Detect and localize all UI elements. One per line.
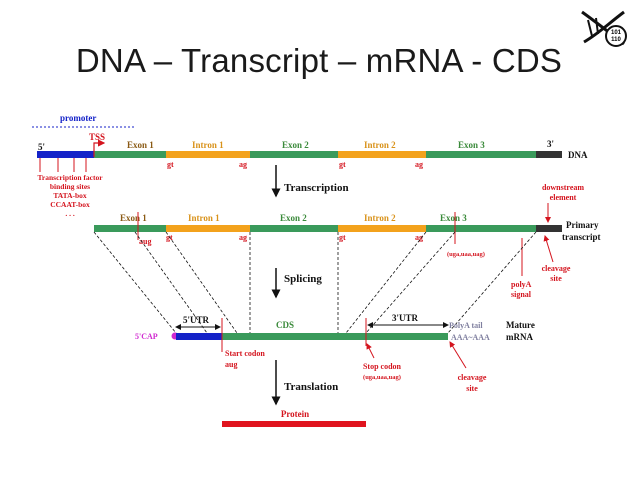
dna-logo-icon: 101 110 (581, 10, 627, 47)
pt-cleavage-arrow (543, 235, 554, 263)
pt-exon3-segment (426, 225, 536, 232)
utr3-label: 3'UTR (392, 313, 419, 323)
stop-codon-line1: Stop codon (363, 362, 402, 371)
downstream-line2: element (550, 193, 577, 202)
protein-bar (222, 421, 366, 427)
pt-ag2-label: ag (415, 233, 423, 242)
start-codon-line2: aug (225, 360, 237, 369)
dna-promoter-segment (37, 151, 94, 158)
polya-signal-line2: signal (511, 290, 532, 299)
mrna-cleavage-line2: site (466, 384, 478, 393)
protein-label: Protein (281, 409, 309, 419)
tf-line2: binding sites (50, 182, 90, 191)
connector-line (93, 231, 177, 334)
stop-codon-arrow (366, 343, 375, 359)
dna-five-prime: 5' (38, 142, 45, 152)
pt-gt2-label: gt (339, 233, 346, 242)
dna-exon2-segment (250, 151, 338, 158)
pt-exon2-segment (250, 225, 338, 232)
pt-cleavage-line2: site (550, 274, 562, 283)
mrna-cleavage-line1: cleavage (458, 373, 487, 382)
connector-line (134, 231, 208, 334)
tf-line4: CCAAT-box (50, 200, 90, 209)
logo-text-bottom: 110 (611, 37, 621, 43)
dna-label: DNA (568, 150, 588, 160)
mrna-utr5-segment (176, 333, 222, 340)
utr5-label: 5'UTR (183, 315, 210, 325)
dna-gt1-label: gt (167, 160, 174, 169)
cap-label: 5'CAP (135, 332, 158, 341)
dna-ag1-label: ag (239, 160, 247, 169)
dna-intron1-label: Intron 1 (192, 140, 224, 150)
polya-seq-label: AAA~AAA (451, 333, 490, 342)
splicing-step: Splicing (271, 268, 322, 299)
pt-exon3-label: Exon 3 (440, 213, 467, 223)
primary-label-line2: transcript (562, 232, 601, 242)
connector-line (365, 231, 456, 334)
pt-intron1-label: Intron 1 (188, 213, 220, 223)
dna-row: promoter TSS 5' 3' Exon 1 Intron 1 Exon … (32, 113, 588, 218)
dna-three-prime: 3' (547, 139, 554, 149)
pt-exon1-label: Exon 1 (120, 213, 147, 223)
downstream-line1: downstream (542, 183, 584, 192)
mature-label-line2: mRNA (506, 332, 533, 342)
polya-tail-label: PolyA tail (449, 321, 483, 330)
dna-downstream-segment (536, 151, 562, 158)
tf-line1: Transcription factor (37, 173, 103, 182)
dna-exon3-segment (426, 151, 536, 158)
pt-cleavage-line1: cleavage (542, 264, 571, 273)
connector-line (447, 231, 537, 334)
pt-stop-codons: (uga,uaa,uag) (447, 251, 485, 258)
dna-intron2-segment (338, 151, 426, 158)
pt-ag1-label: ag (239, 233, 247, 242)
primary-label-line1: Primary (566, 220, 599, 230)
translation-step: Translation Protein (222, 360, 366, 427)
dna-gt2-label: gt (339, 160, 346, 169)
pt-exon2-label: Exon 2 (280, 213, 307, 223)
splicing-connectors (93, 231, 537, 334)
tf-line5: . . . (65, 209, 75, 218)
transcription-label: Transcription (284, 182, 349, 194)
connector-line (345, 231, 427, 334)
mature-label-line1: Mature (506, 320, 535, 330)
pt-intron2-segment (338, 225, 426, 232)
translation-label: Translation (284, 381, 338, 393)
dna-intron1-segment (166, 151, 250, 158)
dna-exon2-label: Exon 2 (282, 140, 309, 150)
connector-line (165, 231, 238, 334)
tss-arrow (93, 139, 106, 157)
logo-text-top: 101 (611, 30, 622, 36)
polya-signal-line1: polyA (511, 280, 532, 289)
pt-exon1-segment (94, 225, 166, 232)
transcription-step: Transcription downstream element (271, 165, 584, 223)
stop-codon-line2: (uga,uaa,uag) (363, 374, 401, 381)
tf-line3: TATA-box (53, 191, 87, 200)
dna-exon1-segment (94, 151, 166, 158)
dna-exon3-label: Exon 3 (458, 140, 485, 150)
mrna-cds-segment (222, 333, 448, 340)
pt-aug-label: aug (139, 237, 151, 246)
pt-intron2-label: Intron 2 (364, 213, 396, 223)
dna-intron2-label: Intron 2 (364, 140, 396, 150)
slide-title: DNA – Transcript – mRNA - CDS (75, 42, 563, 79)
pt-downstream-segment (536, 225, 562, 232)
promoter-label: promoter (60, 113, 96, 123)
primary-transcript-row: Exon 1 Intron 1 Exon 2 Intron 2 Exon 3 a… (94, 212, 601, 299)
splicing-label: Splicing (284, 273, 322, 285)
dna-exon1-label: Exon 1 (127, 140, 154, 150)
dna-ag2-label: ag (415, 160, 423, 169)
cds-label: CDS (276, 320, 294, 330)
tss-label: TSS (89, 132, 105, 142)
mature-mrna-row: 5'UTR CDS 3'UTR PolyA tail AAA~AAA Matur… (135, 313, 535, 393)
mrna-cleavage-arrow (449, 341, 467, 369)
start-codon-line1: Start codon (225, 349, 265, 358)
pt-intron1-segment (166, 225, 250, 232)
